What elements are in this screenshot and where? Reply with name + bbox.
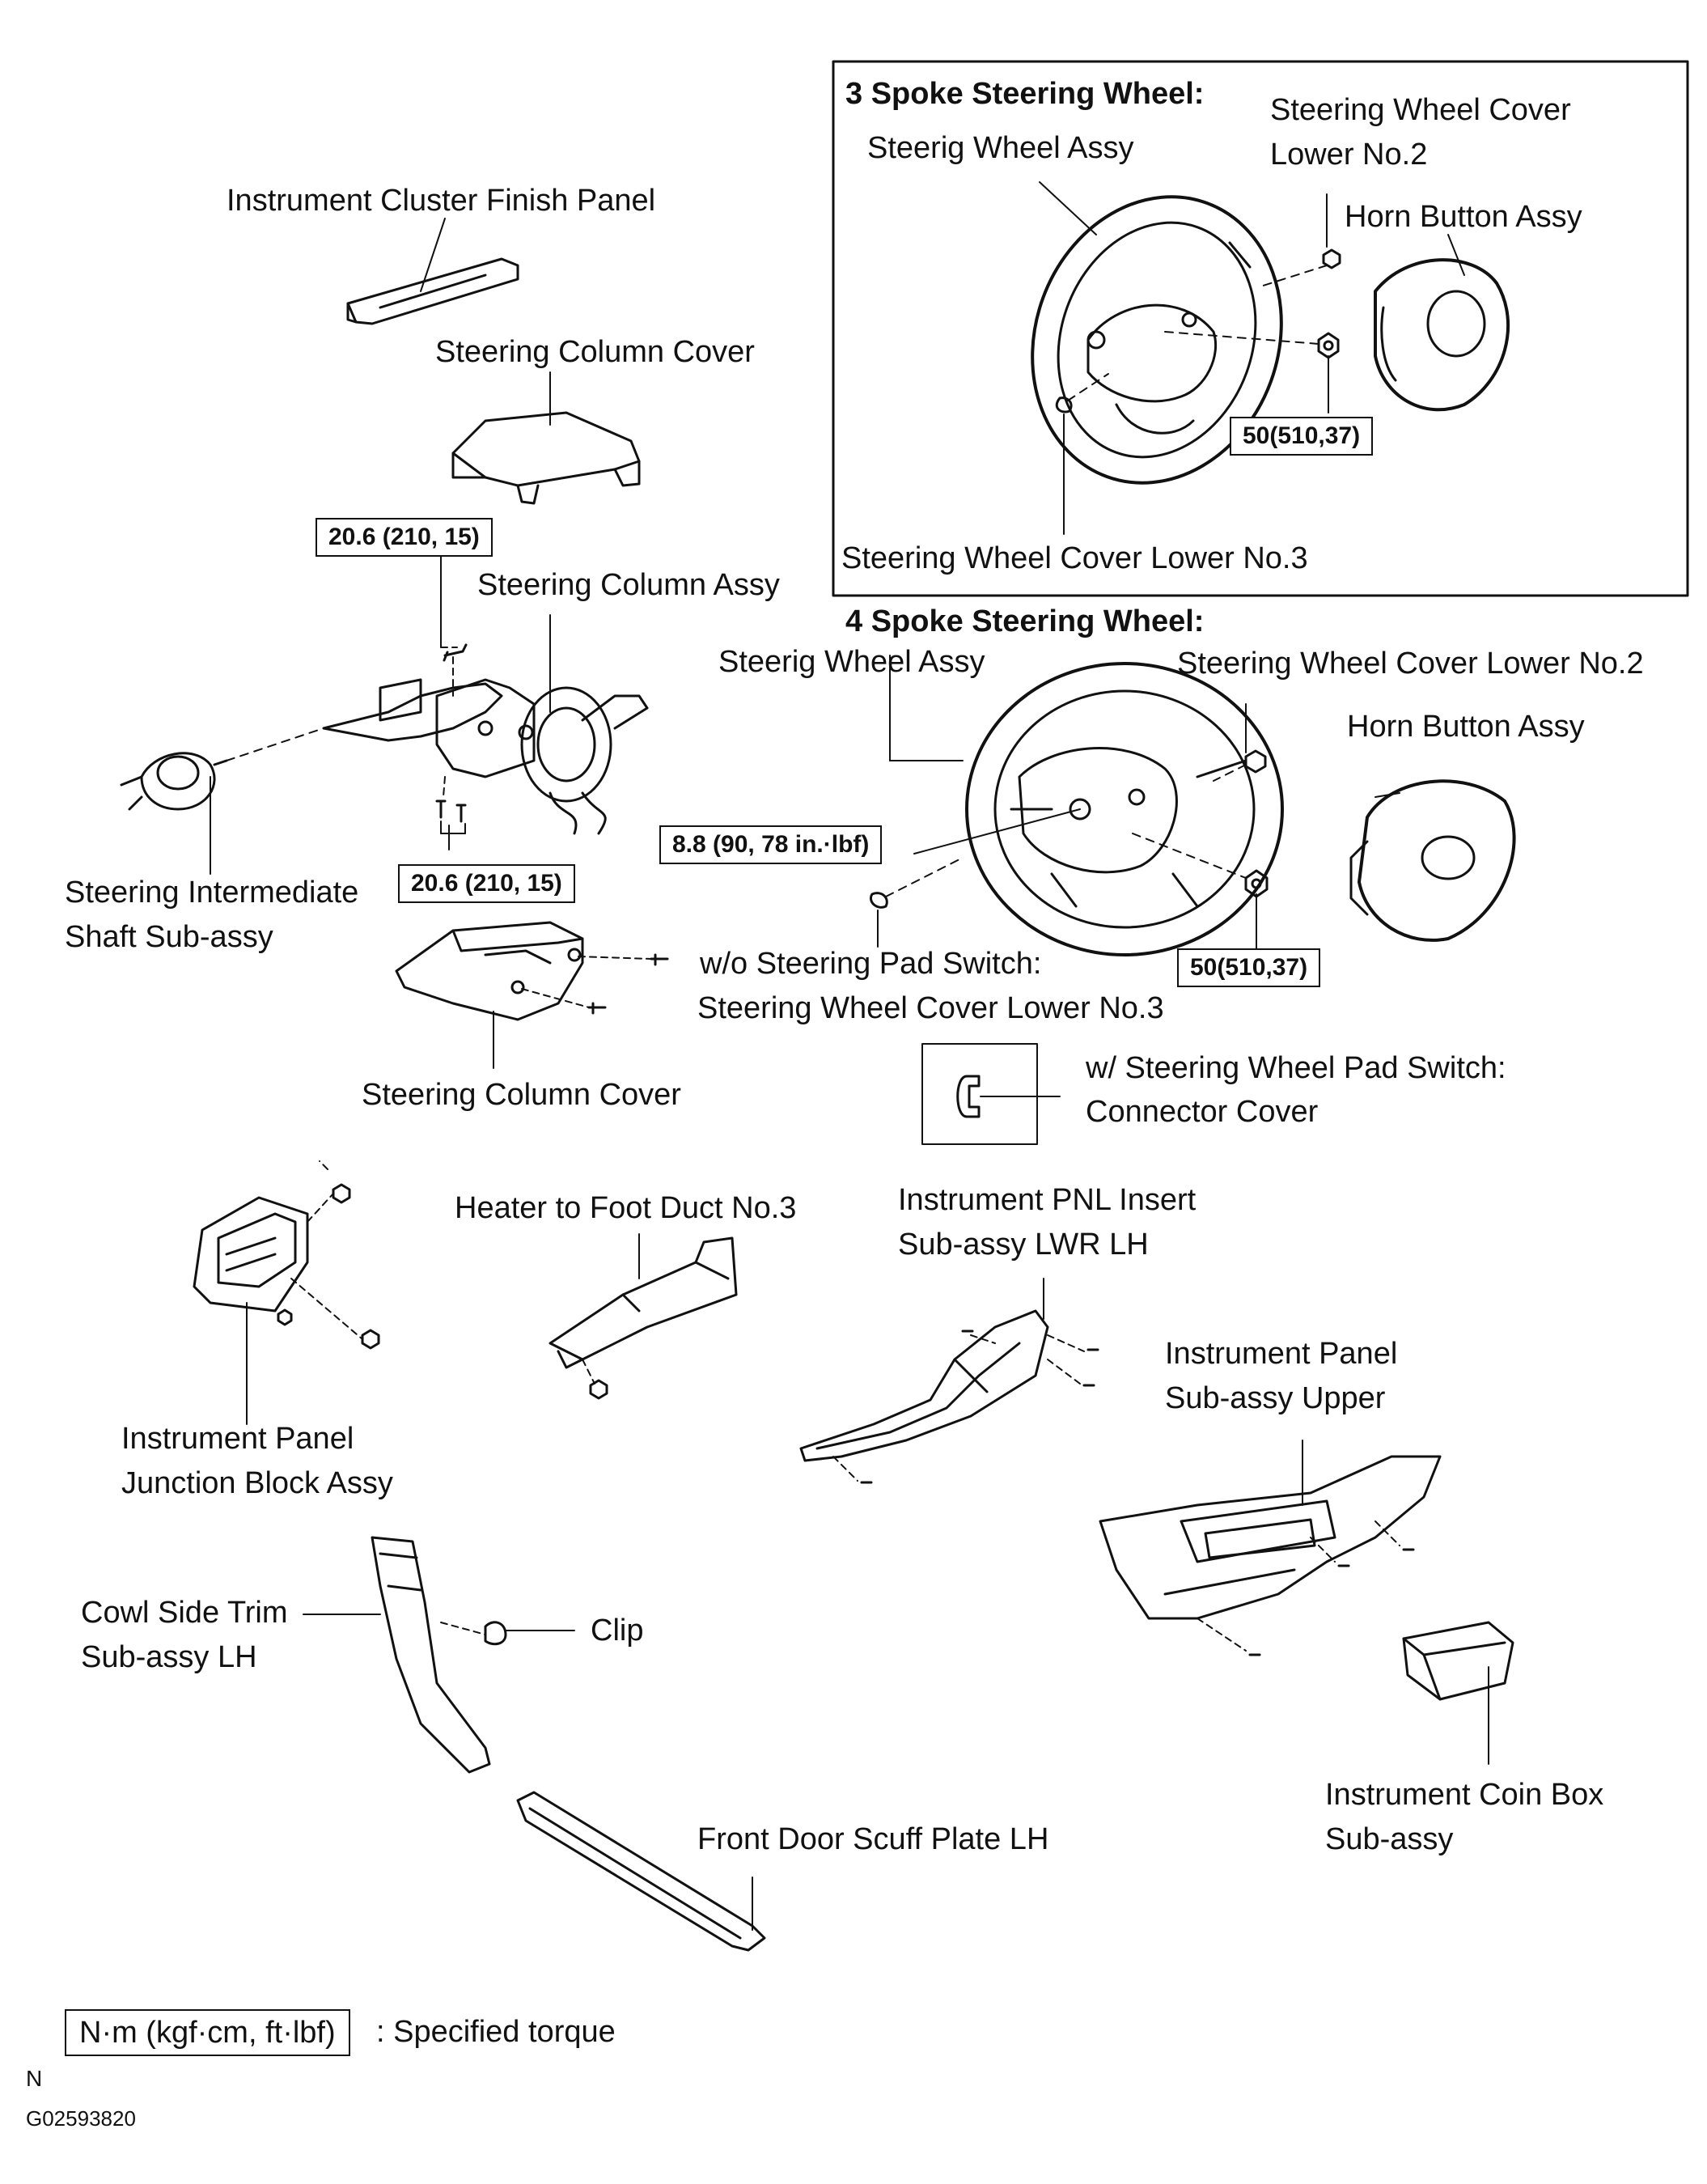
four-spoke-wheel-assy-label: Steerig Wheel Assy	[718, 645, 985, 679]
finish-panel-drawing	[346, 257, 519, 325]
junction-block-nuts	[277, 1160, 380, 1350]
three-spoke-cover-no3-label: Steering Wheel Cover Lower No.3	[841, 541, 1308, 575]
three-spoke-inset-frame	[832, 60, 1689, 597]
finish-panel-leader	[420, 218, 446, 292]
connector-cover-drawing	[956, 1075, 1061, 1118]
lower-column-cover-drawing	[395, 921, 584, 1021]
steering-column-assy-drawing	[322, 678, 649, 835]
three-spoke-leaders	[1039, 181, 1465, 535]
four-spoke-leaders	[877, 655, 1400, 956]
coin-box-drawing	[1402, 1621, 1514, 1701]
column-torque-upper-box: 20.6 (210, 15)	[316, 518, 493, 557]
connector-cover-inset-frame	[921, 1043, 1038, 1145]
four-spoke-horn-button-drawing	[1349, 779, 1516, 942]
coin-box-label-line1: Instrument Coin Box	[1325, 1778, 1604, 1812]
junction-block-label-line2: Junction Block Assy	[121, 1466, 393, 1500]
pnl-insert-drawing	[799, 1309, 1049, 1462]
foot-duct-label: Heater to Foot Duct No.3	[455, 1191, 797, 1225]
panel-upper-label-line2: Sub-assy Upper	[1165, 1381, 1386, 1415]
column-torque-lower-box: 20.6 (210, 15)	[398, 864, 575, 903]
panel-upper-screws	[1197, 1520, 1415, 1656]
steering-column-assy-label: Steering Column Assy	[477, 568, 780, 602]
three-spoke-wheel-drawing	[1031, 195, 1283, 485]
panel-upper-label-line1: Instrument Panel	[1165, 1337, 1398, 1371]
junction-block-drawing	[193, 1196, 309, 1313]
column-bolts	[435, 643, 468, 823]
upper-column-cover-drawing	[451, 411, 641, 505]
cowl-trim-label-line2: Sub-assy LH	[81, 1640, 257, 1674]
scuff-plate-label: Front Door Scuff Plate LH	[697, 1822, 1049, 1856]
four-spoke-torque-nut-box: 50(510,37)	[1177, 948, 1321, 987]
intermediate-shaft-label-line2: Shaft Sub-assy	[65, 920, 273, 954]
lower-column-cover-screws	[521, 953, 669, 1015]
three-spoke-horn-button-drawing	[1374, 258, 1510, 412]
foot-duct-drawing	[549, 1236, 738, 1400]
three-spoke-torque-box: 50(510,37)	[1230, 417, 1374, 456]
cowl-trim-drawing	[371, 1536, 507, 1774]
clip-label: Clip	[591, 1614, 644, 1648]
three-spoke-small-parts	[1055, 248, 1341, 413]
intermediate-shaft-label-line1: Steering Intermediate	[65, 876, 359, 910]
three-spoke-heading: 3 Spoke Steering Wheel:	[845, 77, 1205, 111]
three-spoke-cover-no2-label-line1: Steering Wheel Cover	[1270, 93, 1571, 127]
cowl-trim-leaders	[303, 1614, 575, 1631]
four-spoke-horn-button-label: Horn Button Assy	[1347, 710, 1585, 744]
finish-panel-label: Instrument Cluster Finish Panel	[227, 184, 656, 218]
lower-column-cover-label: Steering Column Cover	[362, 1078, 681, 1112]
panel-upper-drawing	[1099, 1455, 1442, 1620]
four-spoke-wo-pad-switch-line1: w/o Steering Pad Switch:	[700, 947, 1042, 981]
footer-code: G02593820	[26, 2106, 136, 2131]
coin-box-label-line2: Sub-assy	[1325, 1822, 1454, 1856]
three-spoke-cover-no2-label-line2: Lower No.2	[1270, 138, 1428, 172]
upper-column-cover-label: Steering Column Cover	[435, 335, 755, 369]
pnl-insert-screws	[832, 1329, 1099, 1484]
torque-legend-meaning: : Specified torque	[376, 2015, 616, 2049]
four-spoke-heading: 4 Spoke Steering Wheel:	[845, 604, 1205, 638]
footer-letter: N	[26, 2066, 43, 2091]
torque-legend-units-box: N·m (kgf·cm, ft·lbf)	[65, 2009, 350, 2056]
connector-cover-label-line2: Connector Cover	[1086, 1095, 1319, 1129]
scuff-plate-drawing	[516, 1791, 766, 1952]
three-spoke-wheel-assy-label: Steerig Wheel Assy	[867, 131, 1134, 165]
three-spoke-horn-button-label: Horn Button Assy	[1345, 200, 1582, 234]
four-spoke-torque-bolt-box: 8.8 (90, 78 in.·lbf)	[659, 825, 883, 864]
four-spoke-cover-no2-label: Steering Wheel Cover Lower No.2	[1177, 647, 1644, 681]
four-spoke-small-parts	[870, 749, 1269, 909]
pnl-insert-label-line1: Instrument PNL Insert	[898, 1183, 1197, 1217]
four-spoke-wheel-drawing	[965, 662, 1284, 956]
cowl-trim-label-line1: Cowl Side Trim	[81, 1596, 288, 1630]
intermediate-shaft-drawing	[120, 727, 324, 811]
pnl-insert-label-line2: Sub-assy LWR LH	[898, 1228, 1149, 1262]
junction-block-label-line1: Instrument Panel	[121, 1422, 354, 1456]
connector-cover-label-line1: w/ Steering Wheel Pad Switch:	[1086, 1051, 1506, 1085]
four-spoke-wo-pad-switch-line2: Steering Wheel Cover Lower No.3	[697, 991, 1164, 1025]
